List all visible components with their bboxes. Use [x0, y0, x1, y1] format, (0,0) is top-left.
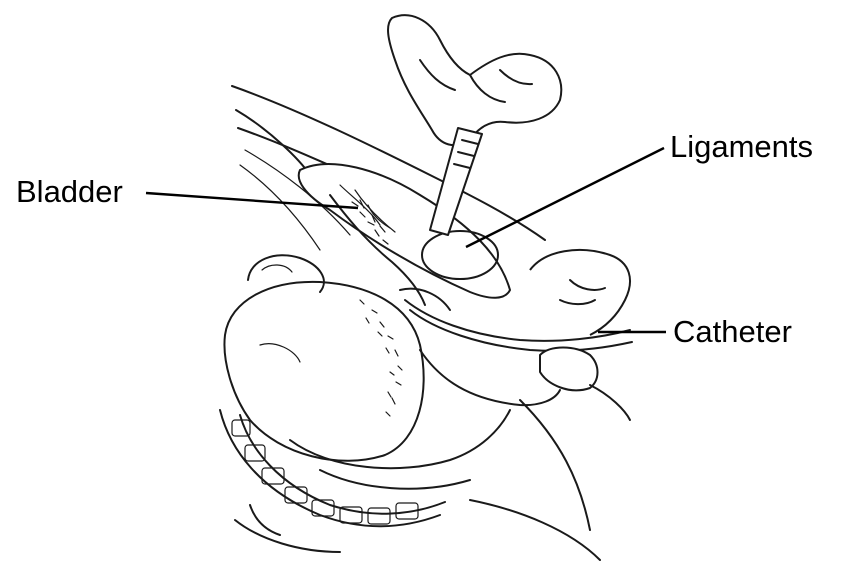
incision-opening: [299, 164, 510, 298]
label-ligaments: Ligaments: [670, 131, 813, 162]
label-bladder: Bladder: [16, 176, 123, 207]
ligaments-leader-line: [466, 148, 664, 247]
upper-hand: [388, 15, 561, 145]
uterus: [224, 282, 423, 461]
right-hand: [530, 250, 630, 420]
label-catheter: Catheter: [673, 316, 792, 347]
